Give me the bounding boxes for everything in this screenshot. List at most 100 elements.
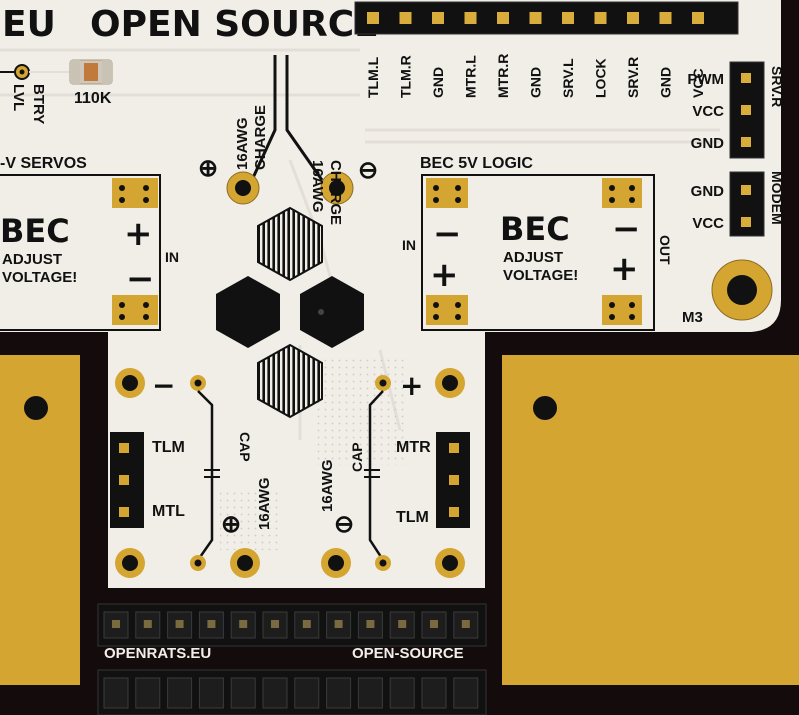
bottom-header-pin[interactable] bbox=[461, 620, 470, 628]
modem-pin[interactable] bbox=[741, 217, 751, 227]
bottom-header-socket-lower[interactable] bbox=[135, 677, 161, 709]
top-header-pin-label: MTR.L bbox=[463, 55, 479, 98]
bottom-header-socket-lower[interactable] bbox=[167, 677, 193, 709]
bottom-header-pin[interactable] bbox=[239, 620, 248, 628]
resistor-label: 110K bbox=[74, 90, 112, 107]
mount-hole-label: M3 bbox=[682, 309, 703, 326]
bec-left-section-label: -V SERVOS bbox=[0, 155, 87, 172]
left-lower-cap: CAP bbox=[237, 432, 253, 462]
right-lower-pin-2: TLM bbox=[396, 509, 429, 526]
bottom-header-socket-lower[interactable] bbox=[326, 677, 352, 709]
top-header-pin[interactable] bbox=[692, 12, 704, 24]
top-header-pin-label: GND bbox=[528, 67, 544, 98]
bottom-header-pin[interactable] bbox=[302, 620, 311, 628]
top-header-pin[interactable] bbox=[627, 12, 639, 24]
bec-left-module: -V SERVOS BEC ADJUST VOLTAGE! + − IN bbox=[0, 155, 179, 331]
bec-right-plus-out: + bbox=[610, 249, 639, 289]
bottom-header-pin[interactable] bbox=[430, 620, 438, 628]
hexagon-logo bbox=[216, 206, 364, 419]
bec-right-line1: ADJUST bbox=[503, 249, 563, 266]
bec-left-line1: ADJUST bbox=[2, 251, 62, 268]
top-header-pin-label: LOCK bbox=[593, 58, 609, 98]
srv-r-pin[interactable] bbox=[741, 137, 751, 147]
bottom-header-socket-lower[interactable] bbox=[421, 677, 447, 709]
top-header-pin-label: SRV.L bbox=[560, 58, 576, 98]
top-header-pin[interactable] bbox=[659, 12, 672, 24]
lower-right-section: + CAP MTR TLM ⊖ 16AWG bbox=[319, 368, 470, 578]
top-header-pin[interactable] bbox=[399, 12, 412, 24]
bottom-header-pin[interactable] bbox=[398, 620, 407, 628]
top-header-pin-label: GND bbox=[658, 67, 674, 98]
srv-r-header[interactable]: SRV.R bbox=[729, 61, 785, 159]
bec-left-line2: VOLTAGE! bbox=[2, 269, 77, 286]
right-lower-pin-1: MTR bbox=[396, 439, 431, 456]
modem-header[interactable]: MODEM bbox=[729, 171, 785, 237]
right-lower-plus: + bbox=[400, 369, 423, 402]
bottom-header-pin[interactable] bbox=[334, 620, 343, 628]
bottom-header-socket[interactable] bbox=[167, 611, 193, 639]
top-header-pin[interactable] bbox=[432, 12, 444, 24]
bottom-header-pin[interactable] bbox=[207, 620, 216, 628]
top-header-pin[interactable] bbox=[367, 12, 379, 24]
copper-block-left-hole bbox=[24, 396, 48, 420]
top-header-pin[interactable] bbox=[529, 12, 542, 24]
bottom-label-left: OPENRATS.EU bbox=[104, 645, 211, 662]
charge-right-label: CHARGE bbox=[327, 160, 344, 225]
bottom-header-socket-lower[interactable] bbox=[453, 677, 479, 709]
bec-right-minus: − bbox=[433, 214, 462, 254]
top-header-pin-label: GND bbox=[430, 67, 446, 98]
battery-label-bottom: LVL bbox=[10, 84, 27, 111]
top-header-pin[interactable] bbox=[497, 12, 509, 24]
top-pin-header[interactable] bbox=[354, 1, 739, 35]
charge-pad-left[interactable] bbox=[226, 171, 260, 205]
bottom-pin-header[interactable]: OPENRATS.EU OPEN-SOURCE bbox=[97, 603, 487, 715]
top-header-pin[interactable] bbox=[464, 12, 477, 24]
bottom-header-socket-lower[interactable] bbox=[389, 677, 415, 709]
left-lower-polarity: ⊕ bbox=[221, 511, 241, 538]
left-lower-gauge: 16AWG bbox=[256, 477, 273, 530]
bec-right-section-label: BEC 5V LOGIC bbox=[420, 155, 533, 172]
modem-pin[interactable] bbox=[741, 185, 751, 195]
bottom-header-pin[interactable] bbox=[366, 620, 375, 628]
charge-pad-right[interactable] bbox=[320, 171, 354, 205]
bottom-header-pin[interactable] bbox=[175, 620, 184, 628]
charge-left-label: CHARGE bbox=[252, 105, 269, 170]
srv-r-pin-label: PWM bbox=[687, 71, 724, 88]
top-header-pin[interactable] bbox=[594, 12, 607, 24]
via-field bbox=[220, 490, 280, 550]
bottom-header-socket-lower[interactable] bbox=[230, 677, 256, 709]
modem-pin-label: VCC bbox=[692, 215, 724, 232]
bec-right-out: OUT bbox=[657, 235, 673, 265]
bec-left-plus: + bbox=[124, 214, 153, 254]
bec-right-module: BEC 5V LOGIC BEC ADJUST VOLTAGE! − + − +… bbox=[402, 155, 673, 331]
bec-right-line2: VOLTAGE! bbox=[503, 267, 578, 284]
board-title-right: OPEN SOURCE bbox=[90, 4, 379, 45]
copper-block-right-hole bbox=[533, 396, 557, 420]
right-lower-cap: CAP bbox=[349, 442, 365, 472]
bec-right-title: BEC bbox=[500, 210, 570, 248]
bottom-header-socket-lower[interactable] bbox=[262, 677, 288, 709]
right-lower-polarity: ⊖ bbox=[334, 511, 354, 538]
lower-left-section: − CAP TLM MTL ⊕ 16AWG bbox=[110, 368, 273, 578]
bottom-header-socket-lower[interactable] bbox=[357, 677, 383, 709]
top-header-pin-label: MTR.R bbox=[495, 54, 511, 98]
srv-r-title: SRV.R bbox=[769, 66, 785, 107]
bec-right-minus-out: − bbox=[612, 209, 641, 249]
bottom-header-socket-lower[interactable] bbox=[198, 677, 224, 709]
bottom-header-socket-lower[interactable] bbox=[103, 677, 129, 709]
battery-label-top: BTRY bbox=[30, 84, 47, 124]
bottom-header-socket-lower[interactable] bbox=[294, 677, 320, 709]
bottom-header-pin[interactable] bbox=[271, 620, 279, 628]
srv-r-pin[interactable] bbox=[741, 73, 751, 83]
modem-title: MODEM bbox=[769, 171, 785, 225]
charge-right-gauge: 16AWG bbox=[309, 160, 326, 213]
bottom-header-pin[interactable] bbox=[112, 620, 120, 628]
bottom-header-pin[interactable] bbox=[143, 620, 152, 628]
top-header-pin[interactable] bbox=[562, 12, 574, 24]
bec-right-plus: + bbox=[430, 255, 459, 295]
top-header-pin-label: TLM.L bbox=[365, 56, 381, 98]
srv-r-pin[interactable] bbox=[741, 105, 751, 115]
charge-left-polarity: ⊕ bbox=[198, 155, 218, 182]
